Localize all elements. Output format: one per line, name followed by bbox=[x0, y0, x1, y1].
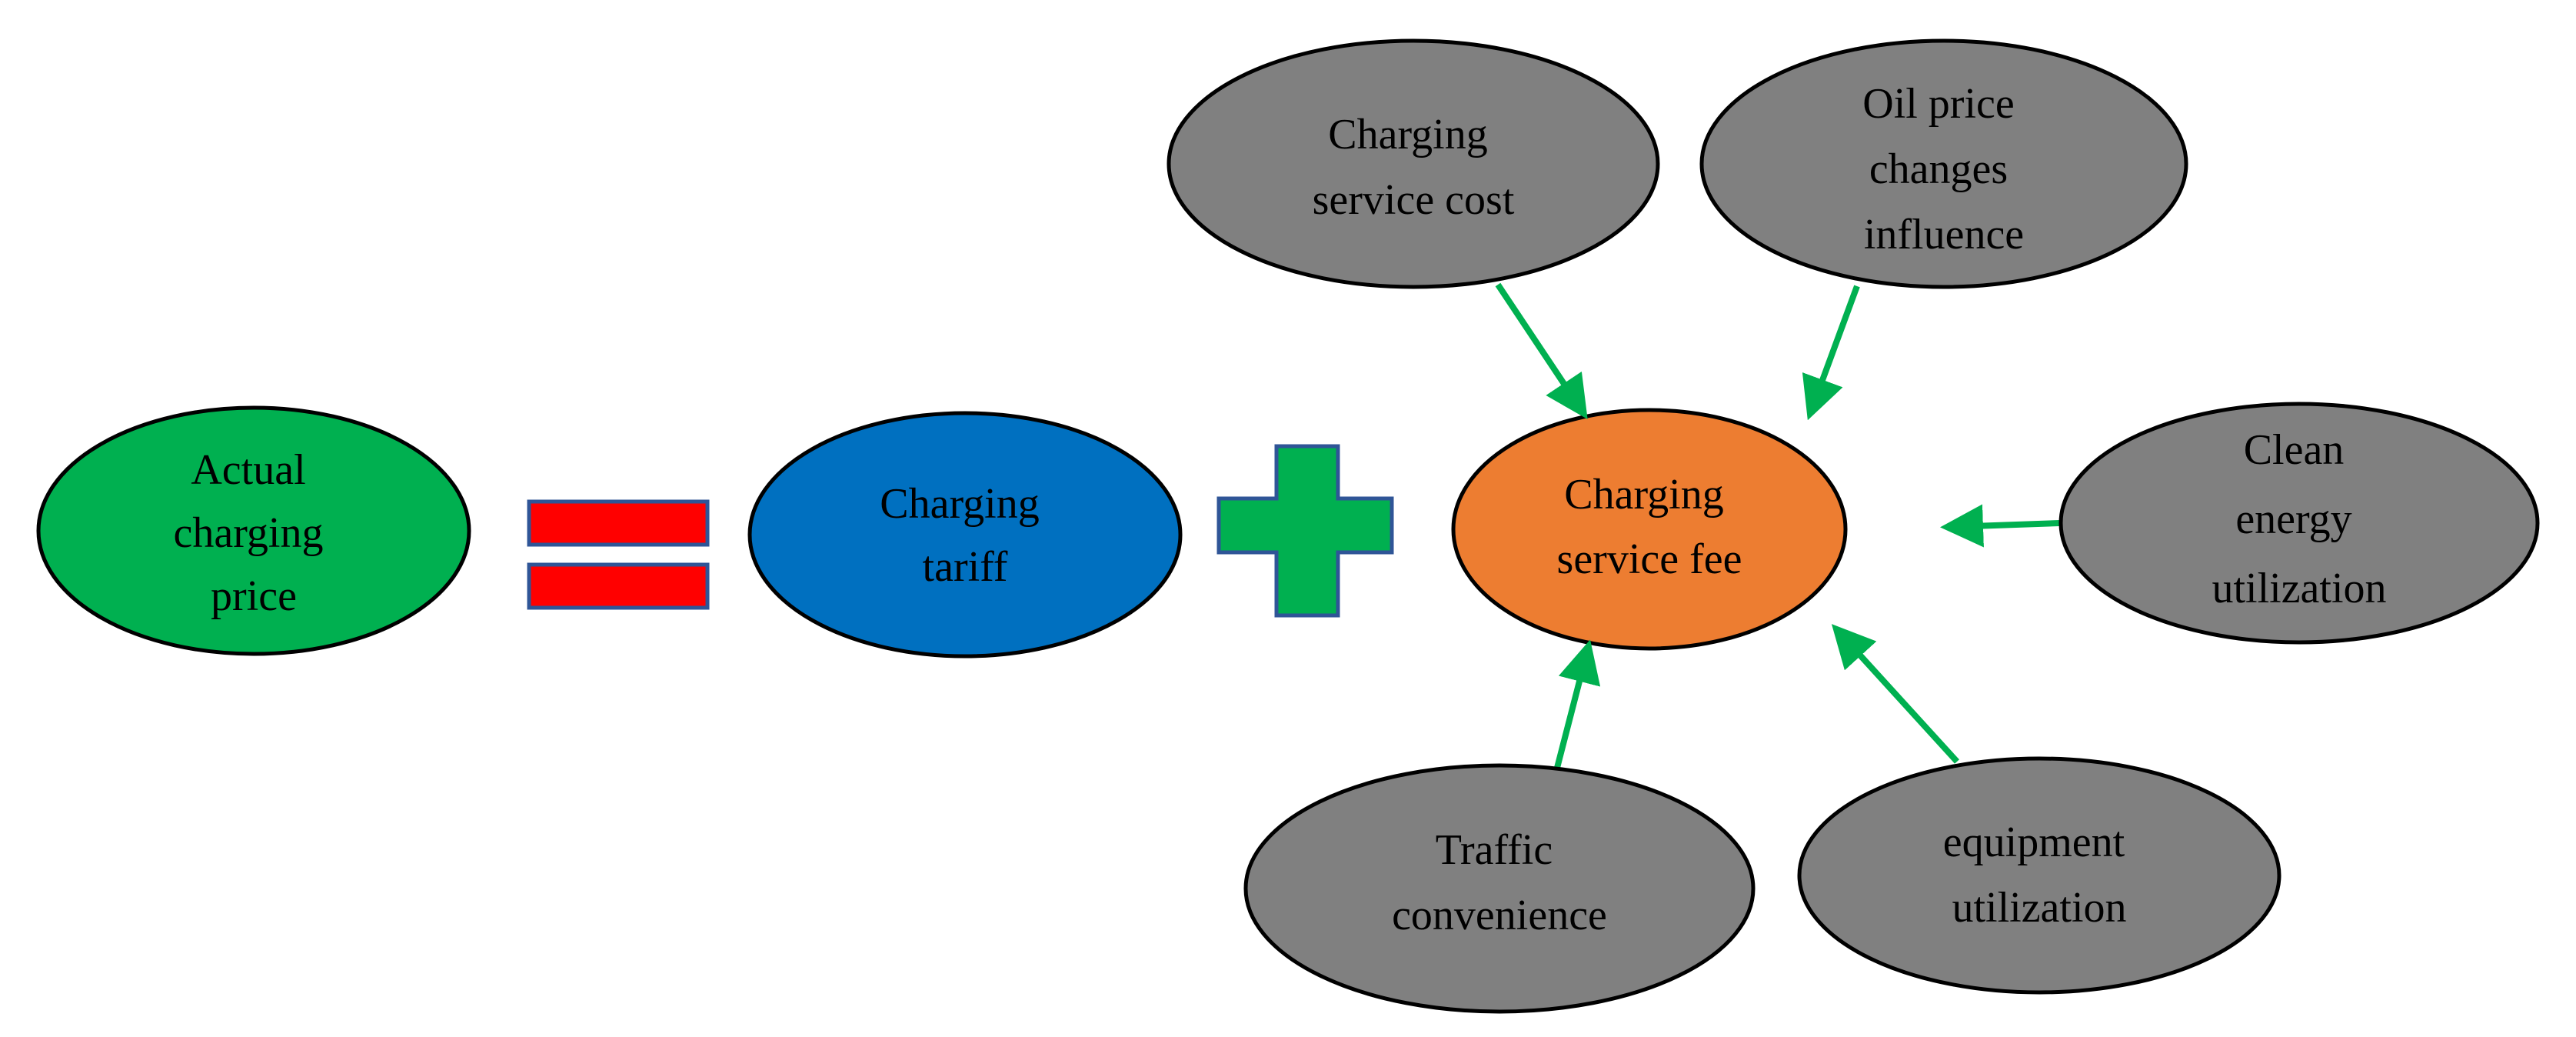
actual-charging-price-node: Actual charging price bbox=[36, 405, 471, 656]
actual-charging-price-line-1: Actual bbox=[191, 446, 305, 494]
factor-ellipse bbox=[2058, 402, 2540, 645]
arrow-from-charging-service-cost bbox=[1495, 282, 1588, 419]
factor-equipment-utilization: equipment utilization bbox=[1797, 756, 2281, 995]
charging-tariff-line-2: tariff bbox=[923, 543, 1008, 591]
equals-sign-icon bbox=[527, 499, 710, 610]
arrow-from-clean-energy-utilization bbox=[1940, 504, 2060, 548]
equals-bar-top bbox=[527, 499, 710, 547]
factor-oil-price-changes-influence: Oil price changes influence bbox=[1699, 38, 2188, 289]
factor-ellipse bbox=[1797, 756, 2281, 995]
actual-charging-price-line-3: price bbox=[211, 572, 297, 620]
actual-charging-price-line-2: charging bbox=[174, 509, 324, 557]
factor-ellipse bbox=[1243, 763, 1756, 1014]
plus-shape bbox=[1216, 444, 1394, 618]
factor-line-3: utilization bbox=[2212, 565, 2386, 612]
factor-label: Oil price changes influence bbox=[1862, 80, 2025, 258]
factor-line-2: utilization bbox=[1952, 884, 2126, 932]
influence-arrows bbox=[1495, 282, 2060, 769]
plus-sign-icon bbox=[1216, 444, 1394, 618]
arrow-from-equipment-utilization bbox=[1831, 624, 1959, 764]
factor-ellipse bbox=[1167, 38, 1660, 289]
charging-service-fee-ellipse bbox=[1451, 408, 1848, 651]
factor-line-2: changes bbox=[1869, 145, 2008, 193]
charging-tariff-label: Charging tariff bbox=[880, 480, 1050, 591]
equals-bar-bottom bbox=[527, 562, 710, 610]
arrow-from-oil-price-changes-influence bbox=[1802, 285, 1860, 421]
arrow-from-traffic-convenience bbox=[1554, 639, 1601, 769]
factor-charging-service-cost: Charging service cost bbox=[1167, 38, 1660, 289]
factor-label: Traffic convenience bbox=[1392, 826, 1607, 939]
factor-label: Charging service cost bbox=[1313, 111, 1515, 224]
factor-line-2: service cost bbox=[1313, 176, 1515, 224]
factor-line-1: Charging bbox=[1328, 111, 1487, 158]
charging-tariff-line-1: Charging bbox=[880, 480, 1039, 528]
factor-line-1: Traffic bbox=[1436, 826, 1553, 874]
charging-tariff-ellipse bbox=[747, 411, 1183, 659]
factor-line-1: Clean bbox=[2244, 426, 2345, 474]
charging-service-fee-node: Charging service fee bbox=[1451, 408, 1848, 651]
actual-charging-price-label: Actual charging price bbox=[174, 446, 334, 620]
factor-clean-energy-utilization: Clean energy utilization bbox=[2058, 402, 2540, 645]
charging-service-fee-line-1: Charging bbox=[1564, 471, 1723, 518]
charging-service-fee-label: Charging service fee bbox=[1557, 471, 1742, 583]
factor-line-3: influence bbox=[1864, 211, 2024, 258]
factor-traffic-convenience: Traffic convenience bbox=[1243, 763, 1756, 1014]
factor-label: equipment utilization bbox=[1943, 819, 2135, 932]
factor-line-2: energy bbox=[2235, 495, 2351, 543]
factor-ellipse bbox=[1699, 38, 2188, 289]
factor-line-1: equipment bbox=[1943, 819, 2125, 866]
factor-line-1: Oil price bbox=[1862, 80, 2014, 128]
charging-tariff-node: Charging tariff bbox=[747, 411, 1183, 659]
factor-line-2: convenience bbox=[1392, 892, 1607, 939]
charging-service-fee-line-2: service fee bbox=[1557, 535, 1742, 583]
actual-charging-price-ellipse bbox=[36, 405, 471, 656]
factor-label: Clean energy utilization bbox=[2212, 426, 2386, 612]
